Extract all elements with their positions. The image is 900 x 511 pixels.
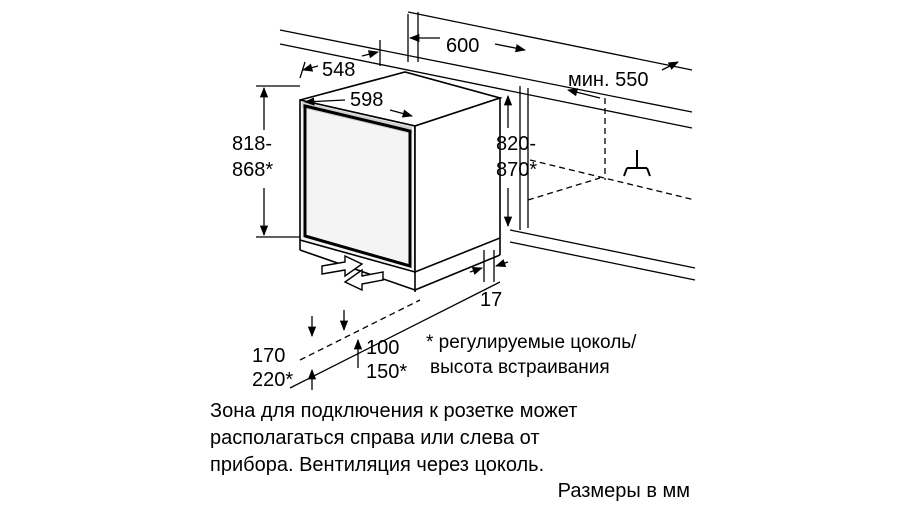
dim-870-label: 870* — [496, 159, 537, 181]
caption-line-2: располагаться справа или слева от — [210, 427, 540, 449]
dim-100-label: 100 — [366, 337, 399, 359]
dim-818-label: 818- — [232, 133, 272, 155]
footnote-line-1: * регулируемые цоколь/ — [426, 332, 637, 353]
caption-line-1: Зона для подключения к розетке может — [210, 400, 578, 422]
ventilation-arrows-icon — [321, 254, 384, 292]
dim-820-label: 820- — [496, 133, 536, 155]
footnote-line-2: высота встраивания — [430, 357, 610, 378]
dim-17-label: 17 — [480, 289, 502, 311]
dim-min550-label: мин. 550 — [568, 69, 648, 91]
dim-548-label: 548 — [322, 59, 355, 81]
dim-598-label: 598 — [350, 89, 383, 111]
dim-600-label: 600 — [446, 35, 479, 57]
caption-line-3: прибора. Вентиляция через цоколь. — [210, 454, 545, 476]
dim-170-label: 170 — [252, 345, 285, 367]
dimension-lines — [256, 33, 679, 390]
dim-868-label: 868* — [232, 159, 273, 181]
connection-caption: Зона для подключения к розетке может рас… — [210, 398, 690, 479]
dim-220-label: 220* — [252, 369, 293, 391]
power-connection-icon — [623, 150, 651, 177]
units-label: Размеры в мм — [557, 480, 690, 502]
appliance-body — [299, 71, 503, 292]
niche-outline — [279, 11, 696, 281]
dim-150-label: 150* — [366, 361, 407, 383]
